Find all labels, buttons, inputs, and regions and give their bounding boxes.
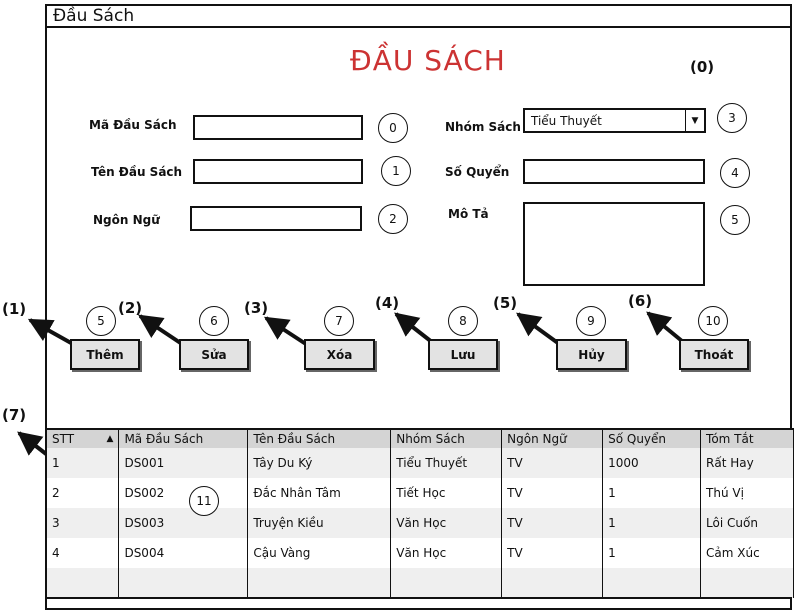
col-header-ma-dau-sach[interactable]: Mã Đầu Sách [118,430,249,448]
ten-dau-sach-input[interactable] [193,159,363,184]
mo-ta-label: Mô Tả [448,207,489,221]
cell: 3 [47,508,120,538]
callout-4: (4) [375,294,400,312]
cell: DS001 [118,448,249,478]
callout-7: (7) [2,406,27,424]
table-header-row: STT▲ Mã Đầu Sách Tên Đầu Sách Nhóm Sách … [47,430,794,448]
cell: Văn Học [390,538,503,568]
marker-11: 11 [189,486,219,516]
cell: DS002 [118,478,249,508]
cell [602,568,702,598]
marker-3: 3 [717,103,747,133]
window-frame [45,4,792,610]
cell [247,568,392,598]
marker-0: 0 [378,113,408,143]
nhom-sach-label: Nhóm Sách [445,120,521,134]
them-button[interactable]: Thêm [70,339,140,370]
callout-2: (2) [118,299,143,317]
marker-1: 1 [381,156,411,186]
cell: Rất Hay [700,448,794,478]
nhom-sach-select[interactable]: Tiểu Thuyết ▼ [523,108,706,133]
marker-7: 7 [324,306,354,336]
page-heading: ĐẦU SÁCH [350,44,506,77]
ten-dau-sach-label: Tên Đầu Sách [91,165,183,179]
window-title: Đầu Sách [53,6,135,26]
ma-dau-sach-input[interactable] [193,115,363,140]
cell: 4 [47,538,120,568]
title-bar [45,4,792,28]
ma-dau-sach-label: Mã Đầu Sách [89,118,177,132]
cell: Truyện Kiều [247,508,392,538]
chevron-down-icon[interactable]: ▼ [685,110,704,131]
cell: 1000 [602,448,702,478]
callout-1: (1) [2,300,27,318]
sua-button[interactable]: Sửa [179,339,249,370]
col-header-so-quyen[interactable]: Số Quyển [602,430,702,448]
cell: Tây Du Ký [247,448,392,478]
cell: 1 [602,508,702,538]
marker-5b: 5 [86,306,116,336]
cell: Đắc Nhân Tâm [247,478,392,508]
so-quyen-input[interactable] [523,159,705,184]
cell: Cảm Xúc [700,538,794,568]
marker-2: 2 [378,204,408,234]
ngon-ngu-input[interactable] [190,206,362,231]
cell [501,568,604,598]
cell: TV [501,508,604,538]
col-header-tom-tat[interactable]: Tóm Tắt [700,430,794,448]
cell: Tiểu Thuyết [390,448,503,478]
cell [47,568,120,598]
cell: TV [501,538,604,568]
marker-5: 5 [720,205,750,235]
mo-ta-textarea[interactable] [523,202,705,286]
status-bar [45,597,792,610]
callout-3: (3) [244,299,269,317]
cell: 2 [47,478,120,508]
cell: TV [501,478,604,508]
col-header-nhom-sach[interactable]: Nhóm Sách [390,430,503,448]
col-header-ngon-ngu[interactable]: Ngôn Ngữ [501,430,604,448]
arrow-5 [516,312,564,348]
huy-button[interactable]: Hủy [556,339,627,370]
cell: DS004 [118,538,249,568]
marker-8: 8 [448,306,478,336]
marker-9: 9 [576,306,606,336]
book-table: STT▲ Mã Đầu Sách Tên Đầu Sách Nhóm Sách … [47,428,794,598]
marker-10: 10 [698,306,728,336]
cell: Thú Vị [700,478,794,508]
marker-4: 4 [720,158,750,188]
cell [700,568,794,598]
cell: DS003 [118,508,249,538]
ngon-ngu-label: Ngôn Ngữ [93,213,160,227]
xoa-button[interactable]: Xóa [304,339,375,370]
luu-button[interactable]: Lưu [428,339,498,370]
cell [390,568,503,598]
cell: 1 [602,538,702,568]
callout-5: (5) [493,294,518,312]
table-row[interactable] [47,568,794,598]
sort-ascending-icon: ▲ [106,434,114,444]
cell: TV [501,448,604,478]
marker-6: 6 [199,306,229,336]
so-quyen-label: Số Quyển [445,165,510,179]
thoat-button[interactable]: Thoát [679,339,749,370]
callout-6: (6) [628,292,653,310]
cell: 1 [602,478,702,508]
cell: Cậu Vàng [247,538,392,568]
cell [118,568,249,598]
cell: 1 [47,448,120,478]
cell: Văn Học [390,508,503,538]
cell: Lôi Cuốn [700,508,794,538]
nhom-sach-value: Tiểu Thuyết [531,114,602,128]
col-header-stt[interactable]: STT▲ [47,430,120,448]
col-header-ten-dau-sach[interactable]: Tên Đầu Sách [247,430,392,448]
cell: Tiết Học [390,478,503,508]
callout-0: (0) [690,58,715,76]
